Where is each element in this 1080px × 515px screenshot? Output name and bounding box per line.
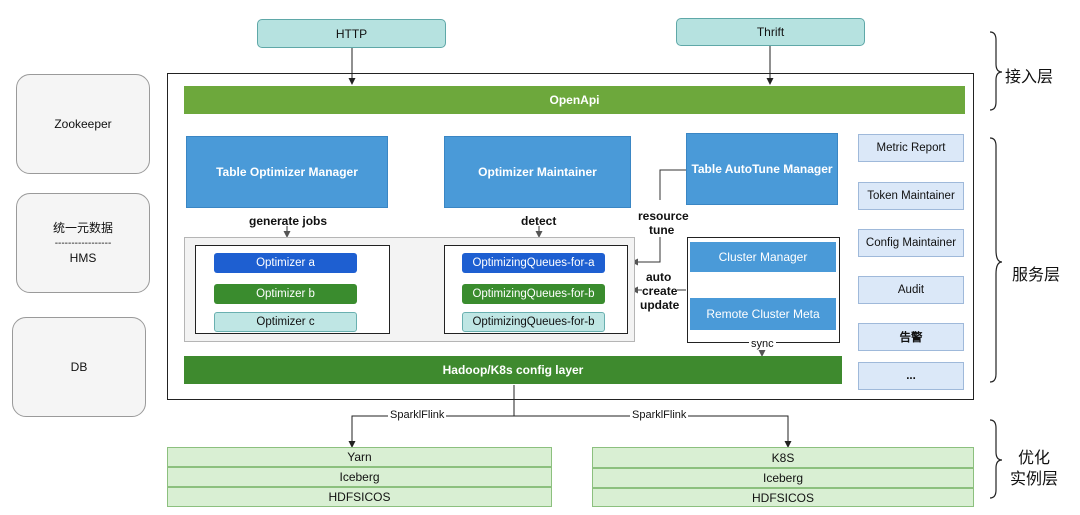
create-label: create xyxy=(642,284,678,298)
left-stack-yarn: Yarn xyxy=(167,447,552,467)
queue-c: OptimizingQueues-for-b xyxy=(462,312,605,332)
layer-optimization-label-2: 实例层 xyxy=(1010,471,1059,488)
remote-cluster-meta: Remote Cluster Meta xyxy=(690,298,836,330)
detect-label: detect xyxy=(521,214,557,228)
main-frame xyxy=(167,73,974,400)
http-box: HTTP xyxy=(257,19,446,48)
optimizer-maintainer: Optimizer Maintainer xyxy=(444,136,631,208)
optimizer-b: Optimizer b xyxy=(214,284,357,304)
brace-access xyxy=(989,31,1003,111)
table-optimizer-manager: Table Optimizer Manager xyxy=(186,136,388,208)
right-stack-k8s: K8S xyxy=(592,447,974,468)
thrift-box: Thrift xyxy=(676,18,865,46)
resource-tune-line-lower xyxy=(631,234,661,266)
spark-left-line xyxy=(348,415,514,448)
metastore-box: 统一元数据 ----------------- HMS xyxy=(16,193,150,293)
sync-label: sync xyxy=(749,338,776,350)
service-metric-report: Metric Report xyxy=(858,134,964,162)
service-token-maintainer: Token Maintainer xyxy=(858,182,964,210)
left-stack-iceberg: Iceberg xyxy=(167,467,552,487)
generate-jobs-label: generate jobs xyxy=(249,214,328,228)
zookeeper-box: Zookeeper xyxy=(16,74,150,174)
service-audit: Audit xyxy=(858,276,964,304)
update-label: update xyxy=(640,298,680,312)
tune-label: tune xyxy=(649,223,675,237)
config-layer-bar: Hadoop/K8s config layer xyxy=(184,356,842,384)
spark-flink-label-right: SparklFlink xyxy=(630,409,689,421)
spark-flink-label-left: SparklFlink xyxy=(388,409,447,421)
optimizer-c: Optimizer c xyxy=(214,312,357,332)
queue-a: OptimizingQueues-for-a xyxy=(462,253,605,273)
service-config-maintainer: Config Maintainer xyxy=(858,229,964,257)
right-stack-iceberg: Iceberg xyxy=(592,468,974,488)
auto-label: auto xyxy=(646,270,672,284)
service-alert: 告警 xyxy=(858,323,964,351)
cluster-manager: Cluster Manager xyxy=(690,242,836,272)
spark-right-line xyxy=(514,415,792,448)
layer-service-label: 服务层 xyxy=(1012,267,1061,284)
resource-tune-line xyxy=(659,169,686,200)
table-autotune-manager: Table AutoTune Manager xyxy=(686,133,838,205)
brace-optimization xyxy=(989,419,1003,499)
queue-b: OptimizingQueues-for-b xyxy=(462,284,605,304)
service-more: ... xyxy=(858,362,964,390)
brace-service xyxy=(989,137,1003,383)
resource-label: resource xyxy=(638,209,689,223)
layer-access-label: 接入层 xyxy=(1005,69,1054,86)
right-stack-hdfs: HDFSICOS xyxy=(592,488,974,507)
left-stack-hdfs: HDFSICOS xyxy=(167,487,552,507)
layer-optimization-label-1: 优化 xyxy=(1018,450,1051,467)
optimizer-a: Optimizer a xyxy=(214,253,357,273)
openapi-bar: OpenApi xyxy=(184,86,965,114)
db-box: DB xyxy=(12,317,146,417)
